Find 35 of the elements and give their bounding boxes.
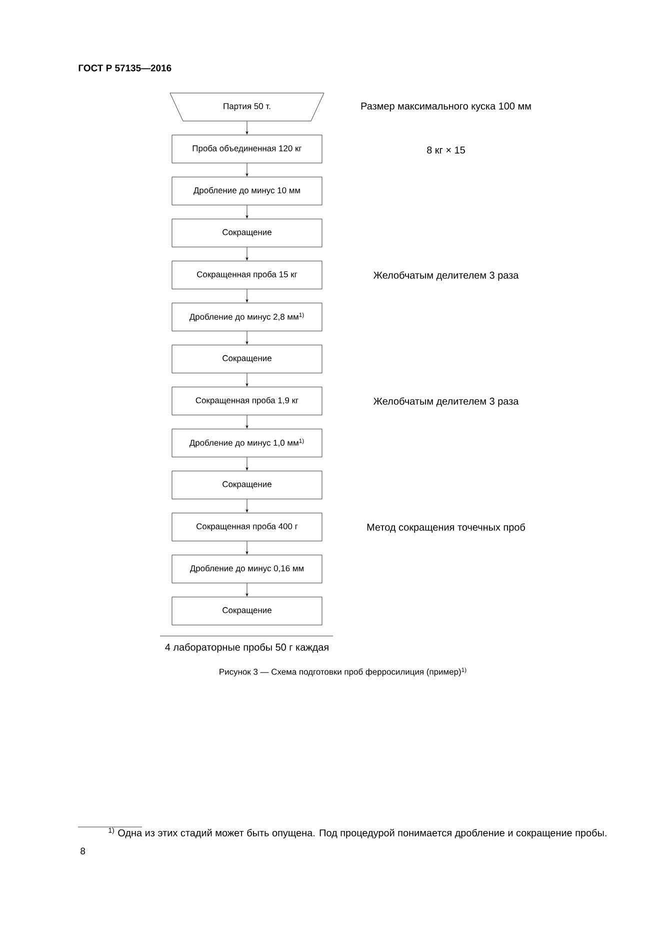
arrow <box>246 247 248 260</box>
page-number: 8 <box>80 848 86 854</box>
trapezoid-box: Партия 50 т. <box>170 92 324 122</box>
process-box: Дробление до минус 2,8 мм$^{1)}$ <box>172 302 322 332</box>
process-box: Дробление до минус 1,0 мм$^{1)}$ <box>172 428 322 458</box>
arrow <box>246 457 248 470</box>
process-box: Дробление до минус 0,16 мм <box>172 554 322 584</box>
result-note: 4 лабораторные пробы 50 г каждая <box>165 643 328 653</box>
figure-caption: Рисунок 3 — Схема подготовки проб ферросилиция (пример)$^{1)}$ <box>220 668 466 676</box>
process-box: Сокращенная проба 400 г <box>172 512 322 542</box>
arrow <box>246 205 248 218</box>
arrow <box>246 331 248 344</box>
arrow <box>246 121 248 134</box>
process-box: Дробление до минус 10 мм <box>172 176 322 206</box>
side-note: 8 кг × 15 <box>427 146 465 154</box>
footnote-text: $^{1)}$ Одна из этих стадий может быть опущена. Под процедурой понимается дробление и сокращение пробы. <box>108 828 606 838</box>
arrow <box>246 289 248 302</box>
process-box: Сокращенная проба 1,9 кг <box>172 386 322 416</box>
process-box: Сокращение <box>172 596 322 626</box>
arrow <box>246 541 248 554</box>
process-box: Проба объединенная 120 кг <box>172 134 322 164</box>
process-box: Сокращение <box>172 344 322 374</box>
process-box: Сокращение <box>172 470 322 500</box>
arrow <box>246 415 248 428</box>
arrow <box>246 373 248 386</box>
arrow <box>246 163 248 176</box>
side-note: Размер максимального куска 100 мм <box>361 102 531 112</box>
side-note: Метод сокращения точечных проб <box>367 523 525 533</box>
process-box: Сокращение <box>172 218 322 248</box>
side-note: Желобчатым делителем 3 раза <box>373 271 519 281</box>
side-note: Желобчатым делителем 3 раза <box>373 397 519 407</box>
arrow <box>246 583 248 596</box>
process-box: Сокращенная проба 15 кг <box>172 260 322 290</box>
arrow <box>246 499 248 512</box>
header-text: ГОСТ Р 57135—2016 <box>78 64 172 72</box>
